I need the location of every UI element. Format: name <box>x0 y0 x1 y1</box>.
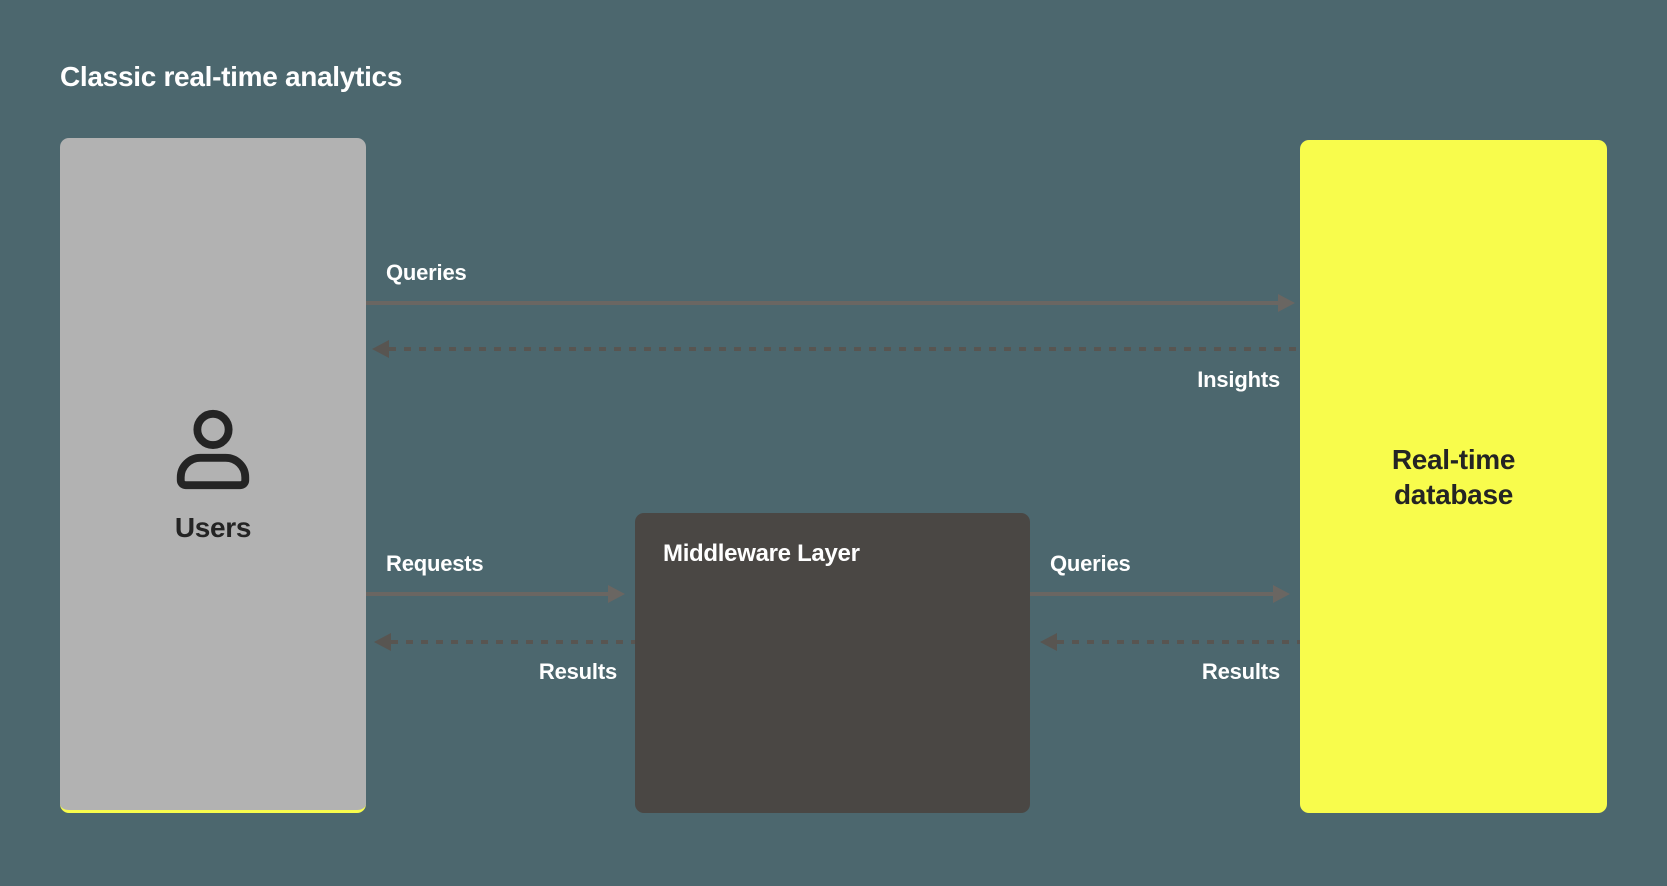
arrowhead-right-icon <box>608 585 625 603</box>
arrowhead-left-icon <box>1040 633 1057 651</box>
arrow-database-to-middleware <box>1040 633 1300 651</box>
arrow-middleware-to-database <box>1030 585 1290 603</box>
arrow-line <box>366 301 1278 305</box>
arrow-users-to-middleware <box>366 585 625 603</box>
arrow-line <box>1030 592 1273 596</box>
node-database-label: Real-time database <box>1391 443 1516 510</box>
arrow-line-dashed <box>1057 640 1300 644</box>
node-users-label: Users <box>174 511 252 543</box>
arrowhead-right-icon <box>1273 585 1290 603</box>
node-database: Real-time database <box>1300 140 1607 813</box>
arrow-label-insights: Insights <box>1197 367 1280 392</box>
arrow-line <box>366 592 608 596</box>
node-users: Users <box>60 138 366 813</box>
arrow-label-requests: Requests <box>386 551 484 576</box>
arrow-line-dashed <box>389 347 1300 351</box>
arrow-label-queries-mid: Queries <box>1050 551 1131 576</box>
arrow-label-results-right: Results <box>1201 659 1280 684</box>
arrow-label-results-left: Results <box>538 659 617 684</box>
diagram-title: Classic real-time analytics <box>60 61 403 92</box>
arrow-line-dashed <box>391 640 635 644</box>
node-middleware-label: Middleware Layer <box>663 540 860 567</box>
arrow-label-queries-top: Queries <box>386 260 467 285</box>
arrow-database-to-users <box>372 340 1300 358</box>
arrowhead-right-icon <box>1278 294 1295 312</box>
node-middleware: Middleware Layer <box>635 513 1030 813</box>
arrowhead-left-icon <box>372 340 389 358</box>
arrow-middleware-to-users <box>374 633 635 651</box>
arrow-users-to-database <box>366 294 1295 312</box>
arrowhead-left-icon <box>374 633 391 651</box>
user-icon <box>169 405 257 498</box>
